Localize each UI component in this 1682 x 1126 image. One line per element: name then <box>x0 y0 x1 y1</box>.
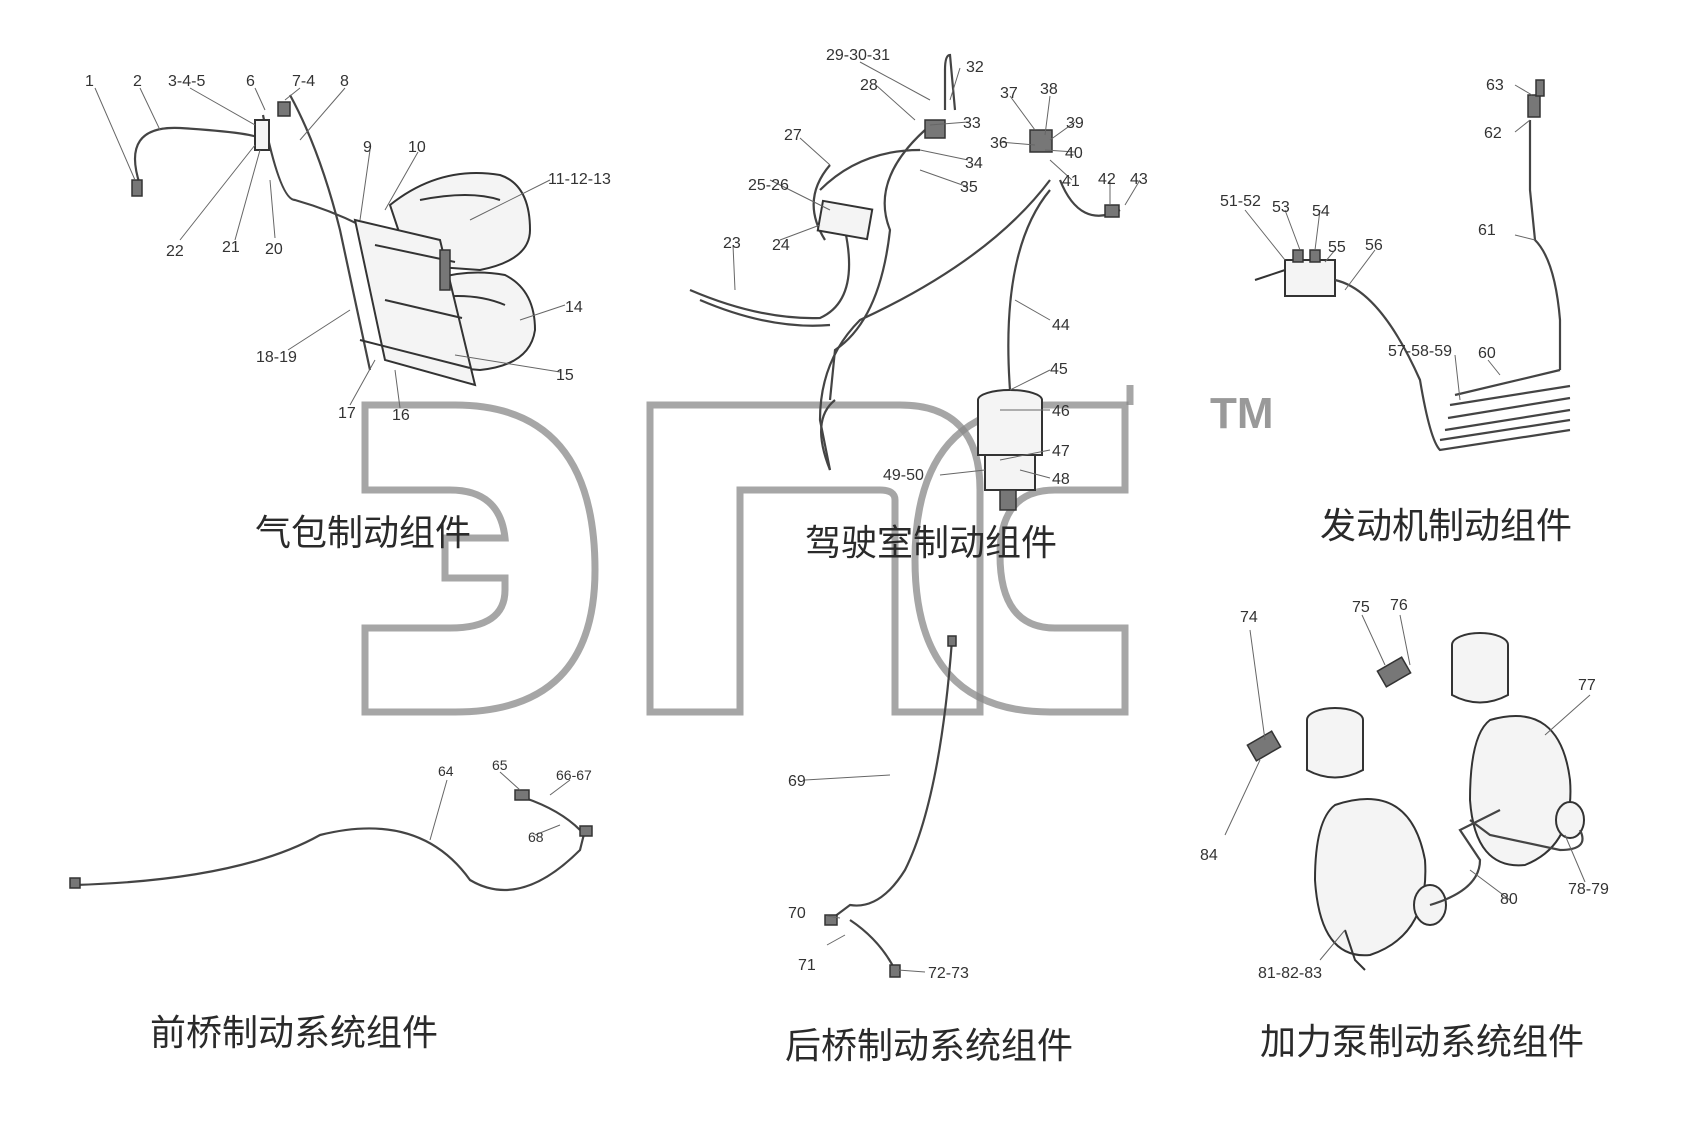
part-label: 54 <box>1312 203 1330 220</box>
part-label: 38 <box>1040 81 1058 98</box>
part-label: 2 <box>133 73 142 90</box>
caption-front-axle: 前桥制动系统组件 <box>150 1013 438 1054</box>
cab-assembly-drawing <box>689 53 1121 511</box>
part-label: 44 <box>1052 317 1070 334</box>
part-label: 68 <box>528 829 544 845</box>
part-label: 57-58-59 <box>1388 343 1452 360</box>
part-label: 66-67 <box>556 767 592 783</box>
part-label: 76 <box>1390 597 1408 614</box>
leader-lines <box>94 61 1591 973</box>
part-label: 10 <box>408 139 426 156</box>
part-label: 81-82-83 <box>1258 965 1322 982</box>
part-labels: 1 2 3-4-5 6 7-4 8 9 10 11-12-13 14 15 16… <box>85 47 1609 982</box>
part-label: 25-26 <box>748 177 789 194</box>
part-label: 39 <box>1066 115 1084 132</box>
part-label: 64 <box>438 763 454 779</box>
part-label: 6 <box>246 73 255 90</box>
part-label: 69 <box>788 773 806 790</box>
part-label: 36 <box>990 135 1008 152</box>
part-label: 45 <box>1050 361 1068 378</box>
part-label: 8 <box>340 73 349 90</box>
part-label: 84 <box>1200 847 1218 864</box>
part-label: 80 <box>1500 891 1518 908</box>
part-label: 28 <box>860 77 878 94</box>
engine-assembly-drawing <box>1254 79 1571 452</box>
part-label: 51-52 <box>1220 193 1261 210</box>
part-label: 32 <box>966 59 984 76</box>
caption-cab: 驾驶室制动组件 <box>805 523 1057 564</box>
part-label: 78-79 <box>1568 881 1609 898</box>
part-label: 72-73 <box>928 965 969 982</box>
part-label: 49-50 <box>883 467 924 484</box>
part-label: 62 <box>1484 125 1502 142</box>
part-label: 23 <box>723 235 741 252</box>
part-label: 65 <box>492 757 508 773</box>
part-label: 27 <box>784 127 802 144</box>
part-label: 41 <box>1062 173 1080 190</box>
group-captions: 气包制动组件 驾驶室制动组件 发动机制动组件 前桥制动系统组件 后桥制动系统组件… <box>150 506 1584 1067</box>
part-label: 42 <box>1098 171 1116 188</box>
part-label: 40 <box>1065 145 1083 162</box>
caption-engine: 发动机制动组件 <box>1320 506 1572 547</box>
caption-airtank: 气包制动组件 <box>255 513 471 554</box>
part-label: 7-4 <box>292 73 315 90</box>
part-label: 9 <box>363 139 372 156</box>
part-label: 77 <box>1578 677 1596 694</box>
part-label: 33 <box>963 115 981 132</box>
watermark-logo <box>361 385 1134 716</box>
watermark-tm: TM <box>1210 389 1274 438</box>
part-label: 15 <box>556 367 574 384</box>
caption-rear-axle: 后桥制动系统组件 <box>785 1026 1073 1067</box>
part-label: 11-12-13 <box>548 171 611 188</box>
part-label: 70 <box>788 905 806 922</box>
part-label: 56 <box>1365 237 1383 254</box>
part-label: 60 <box>1478 345 1496 362</box>
part-label: 61 <box>1478 222 1496 239</box>
part-label: 3-4-5 <box>168 73 205 90</box>
part-label: 29-30-31 <box>826 47 890 64</box>
part-label: 18-19 <box>256 349 297 366</box>
part-label: 74 <box>1240 609 1258 626</box>
part-label: 71 <box>798 957 816 974</box>
part-label: 35 <box>960 179 978 196</box>
part-label: 55 <box>1328 239 1346 256</box>
booster-pump-drawing <box>1246 632 1585 971</box>
part-label: 16 <box>392 407 410 424</box>
part-label: 24 <box>772 237 790 254</box>
rear-axle-drawing <box>824 635 957 978</box>
part-label: 47 <box>1052 443 1070 460</box>
part-label: 53 <box>1272 199 1290 216</box>
front-axle-drawing <box>69 789 593 892</box>
part-label: 1 <box>85 73 94 90</box>
part-label: 14 <box>565 299 583 316</box>
part-label: 34 <box>965 155 983 172</box>
part-label: 48 <box>1052 471 1070 488</box>
part-label: 63 <box>1486 77 1504 94</box>
part-label: 43 <box>1130 171 1148 188</box>
part-label: 21 <box>222 239 240 256</box>
part-label: 46 <box>1052 403 1070 420</box>
part-label: 75 <box>1352 599 1370 616</box>
part-label: 20 <box>265 241 283 258</box>
part-label: 37 <box>1000 85 1018 102</box>
caption-booster-pump: 加力泵制动系统组件 <box>1260 1022 1584 1063</box>
part-label: 17 <box>338 405 356 422</box>
part-label: 22 <box>166 243 184 260</box>
airtank-assembly-drawing <box>131 94 537 387</box>
